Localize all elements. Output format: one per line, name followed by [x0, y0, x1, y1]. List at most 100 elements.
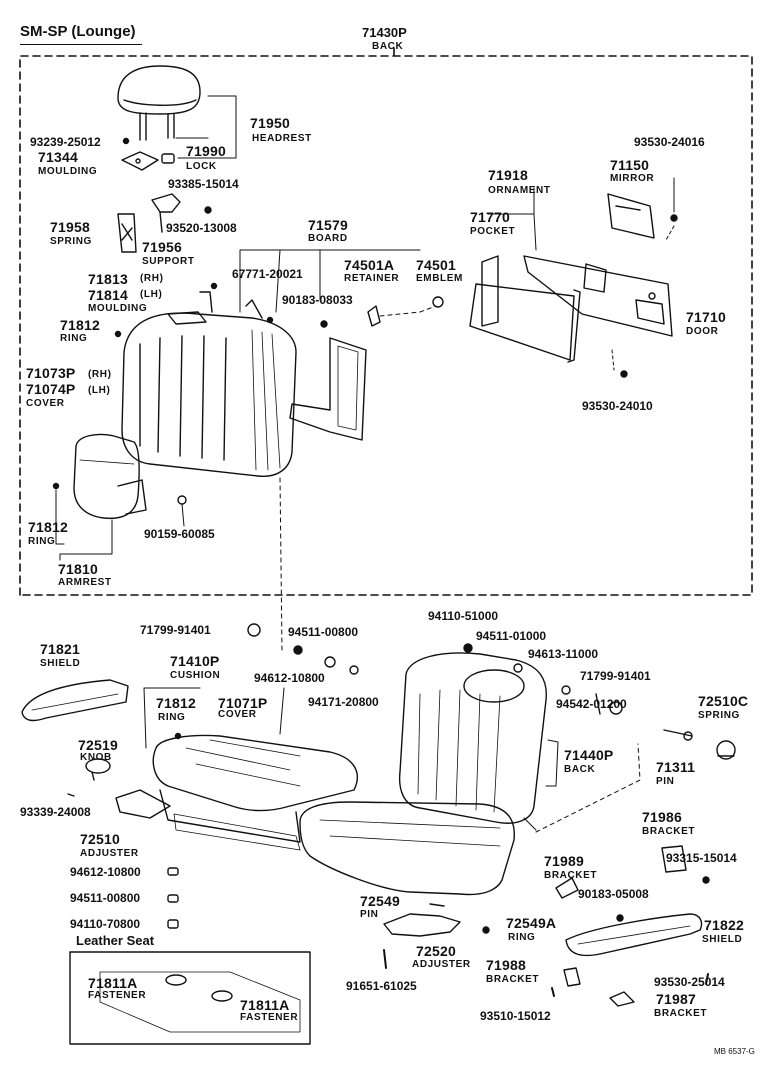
back-assembly-frame	[19, 47, 753, 596]
spring-right-drawing	[716, 740, 736, 760]
label-pin-right-number: 71311	[656, 759, 696, 775]
label-ring-cushion-name: RING	[158, 712, 186, 723]
label-adjuster-left-name: ADJUSTER	[80, 848, 139, 859]
leather-seat-title: Leather Seat	[76, 933, 155, 948]
screw-93530-24010	[620, 370, 628, 378]
label-mirror-number: 71150	[610, 157, 650, 173]
label-pin-bottom-number: 72549	[360, 893, 400, 909]
assembly-back-number: 71430P	[362, 25, 407, 40]
nut-94612-b	[167, 867, 179, 876]
assembly-back-name: BACK	[372, 41, 404, 52]
label-part-93530-24016: 93530-24016	[634, 135, 705, 149]
label-moulding-lh-tag: (LH)	[140, 289, 163, 300]
label-part-94542: 94542-01200	[556, 697, 627, 711]
label-cover-cushion-number: 71071P	[218, 695, 268, 711]
label-spring-right-number: 72510C	[698, 693, 749, 709]
bracket-71986-drawing	[661, 845, 687, 873]
label-bracket-71986-name: BRACKET	[642, 826, 696, 837]
label-part-90159: 90159-60085	[144, 527, 215, 541]
label-part-93510: 93510-15012	[480, 1009, 551, 1023]
label-part-94171: 94171-20800	[308, 695, 379, 709]
label-part-90183-08033: 90183-08033	[282, 293, 353, 307]
label-part-94612-b: 94612-10800	[70, 865, 141, 879]
label-headrest-name: HEADREST	[252, 133, 312, 144]
bolt-93385	[204, 206, 212, 214]
label-support-name: SUPPORT	[142, 256, 195, 267]
label-shield-left-number: 71821	[40, 641, 80, 657]
label-emblem-number: 74501	[416, 257, 456, 273]
label-pin-right-name: PIN	[656, 776, 675, 787]
label-part-93520: 93520-13008	[166, 221, 237, 235]
screw-90159	[177, 495, 187, 505]
ring-71812-mid	[52, 482, 60, 490]
label-board-number: 71579	[308, 217, 348, 233]
label-shield-left-name: SHIELD	[40, 658, 81, 669]
armrest-drawing	[73, 433, 147, 520]
board-drawing	[289, 337, 367, 441]
label-pocket-name: POCKET	[470, 226, 516, 237]
label-back-right-number: 71440P	[564, 747, 614, 763]
label-spring-name: SPRING	[50, 236, 92, 247]
pin-right-drawing	[663, 729, 693, 741]
label-part-71799-b: 71799-91401	[580, 669, 651, 683]
label-armrest-name: ARMREST	[58, 577, 112, 588]
label-part-94511-00800-a: 94511-00800	[288, 625, 359, 639]
label-moulding-rh-number: 71813	[88, 271, 128, 287]
screw-93239	[122, 137, 130, 145]
bushing-71799-b	[609, 701, 623, 715]
label-fastener-1-name: FASTENER	[88, 990, 147, 1001]
label-cushion-name: CUSHION	[170, 670, 221, 681]
support-drawing	[151, 193, 181, 233]
label-bracket-71987-number: 71987	[656, 991, 696, 1007]
label-fastener-2-number: 71811A	[240, 997, 290, 1013]
knob-drawing	[85, 758, 111, 781]
screw-93530-24016	[670, 214, 678, 222]
bracket-71987-drawing	[609, 991, 635, 1007]
section-title: SM-SP (Lounge)	[20, 23, 136, 40]
label-emblem-name: EMBLEM	[416, 273, 463, 284]
label-part-71799-a: 71799-91401	[140, 623, 211, 637]
label-ring-top-name: RING	[60, 333, 88, 344]
label-pin-bottom-name: PIN	[360, 909, 379, 920]
adjuster-left-drawing	[115, 789, 171, 819]
label-lock-name: LOCK	[186, 161, 217, 172]
label-part-94613: 94613-11000	[528, 647, 599, 661]
nut-94511-b	[167, 894, 179, 903]
label-part-93339: 93339-24008	[20, 805, 91, 819]
label-cover-name: COVER	[26, 398, 65, 409]
title-underline	[20, 44, 142, 45]
label-part-94511-00800-b: 94511-00800	[70, 891, 141, 905]
door-drawing	[523, 255, 673, 337]
bushing-71799-a	[247, 623, 261, 637]
label-part-67771: 67771-20021	[232, 267, 303, 281]
label-ornament-name: ORNAMENT	[488, 185, 551, 196]
label-part-94110-70800: 94110-70800	[70, 917, 141, 931]
label-knob-name: KNOB	[80, 752, 112, 763]
pocket-drawing	[469, 255, 581, 363]
spring-drawing	[117, 213, 137, 253]
label-cover-lh-tag: (LH)	[88, 385, 111, 396]
shield-left-drawing	[21, 679, 129, 722]
label-bracket-71988-number: 71988	[486, 957, 526, 973]
label-part-94110-51000: 94110-51000	[428, 609, 499, 623]
rear-back-drawing	[398, 652, 547, 824]
label-adjuster-bottom-name: ADJUSTER	[412, 959, 471, 970]
label-moulding-lh-number: 71814	[88, 287, 128, 303]
cushion-drawing	[152, 734, 358, 851]
label-cover-rh-tag: (RH)	[88, 369, 112, 380]
label-ornament-number: 71918	[488, 167, 528, 183]
mirror-drawing	[607, 193, 655, 239]
label-cover-cushion-name: COVER	[218, 709, 257, 720]
label-ring-bottom-number: 72549A	[506, 915, 557, 931]
label-part-94612-a: 94612-10800	[254, 671, 325, 685]
lower-cushion-drawing	[299, 801, 515, 896]
label-part-93385: 93385-15014	[168, 177, 239, 191]
label-moulding-rh-tag: (RH)	[140, 273, 164, 284]
label-ring-mid-number: 71812	[28, 519, 68, 535]
label-cover-rh-number: 71073P	[26, 365, 76, 381]
label-headrest-number: 71950	[250, 115, 290, 131]
label-bracket-71989-number: 71989	[544, 853, 584, 869]
label-shield-right-name: SHIELD	[702, 934, 743, 945]
label-cover-lh-number: 71074P	[26, 381, 76, 397]
